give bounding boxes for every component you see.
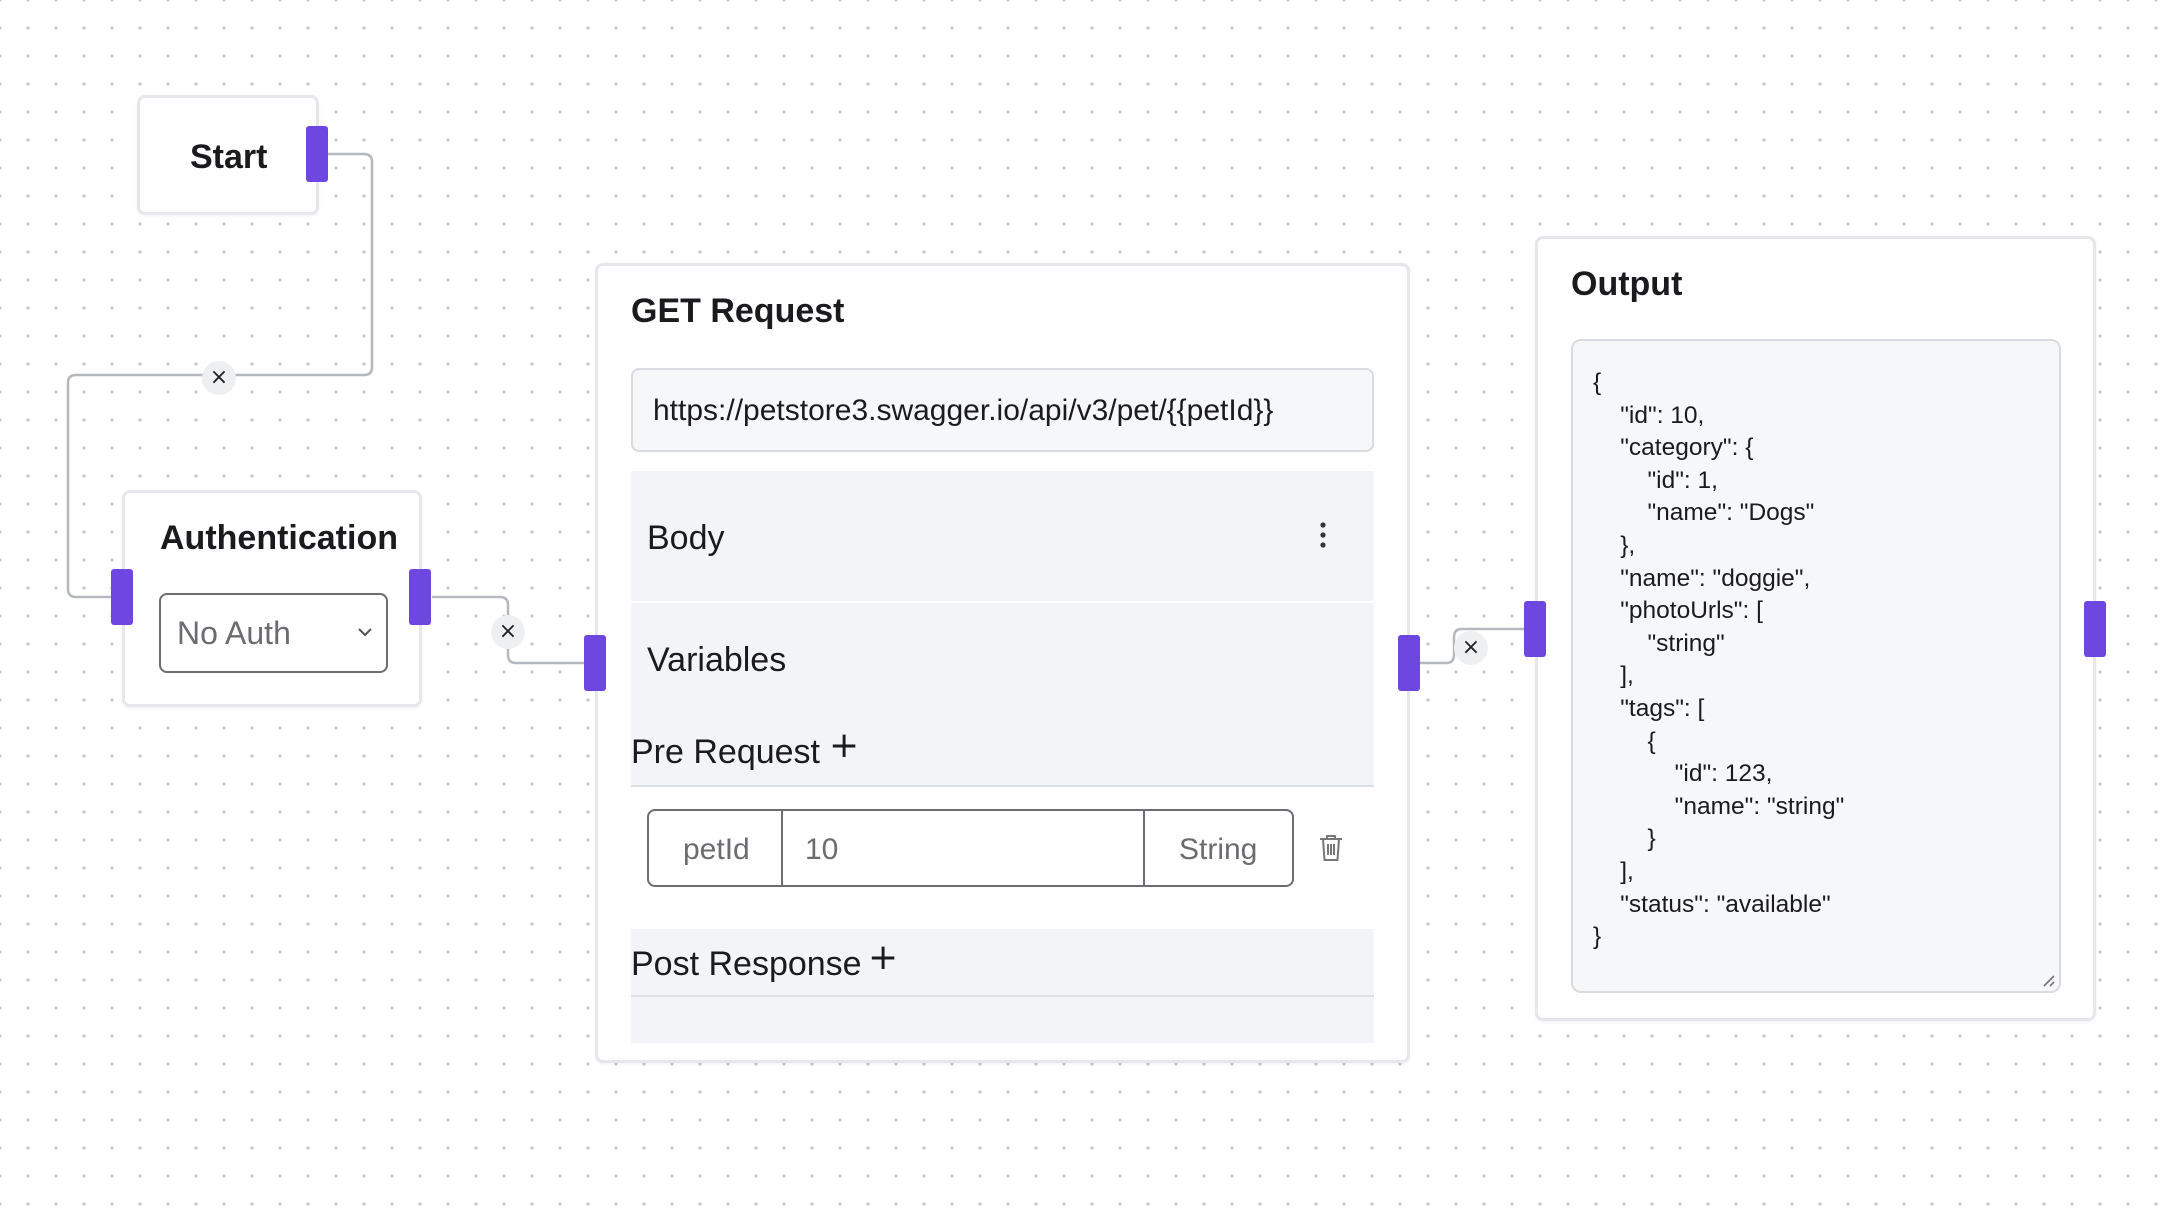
- edge-delete-button[interactable]: ×: [202, 361, 236, 395]
- output-json: { "id": 10, "category": { "id": 1, "name…: [1593, 369, 1845, 951]
- request-url-value: https://petstore3.swagger.io/api/v3/pet/…: [653, 394, 1274, 427]
- variables-section: Variables Pre Request + petId 10 String …: [631, 603, 1374, 1043]
- post-response-divider: [631, 995, 1374, 997]
- authentication-node-title: Authentication: [160, 519, 398, 557]
- get-request-node-title: GET Request: [631, 292, 845, 330]
- output-input-handle[interactable]: [1524, 601, 1546, 657]
- variable-type: String: [1179, 833, 1258, 866]
- variables-section-label: Variables: [647, 641, 787, 679]
- trash-icon[interactable]: [1317, 833, 1345, 863]
- variable-type-field[interactable]: String: [1145, 811, 1292, 885]
- add-post-response-button[interactable]: +: [868, 937, 899, 978]
- auth-type-select[interactable]: No Auth: [159, 593, 388, 673]
- request-input-handle[interactable]: [584, 635, 606, 691]
- resize-grip-icon[interactable]: [2039, 971, 2055, 987]
- edge-delete-button[interactable]: ×: [491, 615, 525, 649]
- variable-row: petId 10 String: [647, 809, 1294, 887]
- post-response-label: Post Response: [631, 945, 862, 983]
- kebab-menu-icon[interactable]: [1319, 521, 1327, 549]
- start-node-title: Start: [190, 138, 268, 176]
- get-request-node[interactable]: GET Request https://petstore3.swagger.io…: [595, 263, 1410, 1063]
- start-node[interactable]: Start: [137, 95, 319, 215]
- pre-request-divider: [631, 785, 1374, 787]
- edge-delete-button[interactable]: ×: [1454, 631, 1488, 665]
- pre-request-variables-area: petId 10 String: [631, 787, 1374, 929]
- request-output-handle[interactable]: [1398, 635, 1420, 691]
- pre-request-label: Pre Request: [631, 733, 820, 771]
- variable-name: petId: [683, 833, 750, 866]
- output-node-title: Output: [1571, 265, 1683, 303]
- variable-value: 10: [805, 833, 839, 866]
- output-response-textarea[interactable]: { "id": 10, "category": { "id": 1, "name…: [1571, 339, 2061, 993]
- request-url-input[interactable]: https://petstore3.swagger.io/api/v3/pet/…: [631, 368, 1374, 452]
- output-output-handle[interactable]: [2084, 601, 2106, 657]
- auth-input-handle[interactable]: [111, 569, 133, 625]
- authentication-node[interactable]: Authentication No Auth: [122, 490, 422, 707]
- auth-type-value: No Auth: [177, 615, 291, 651]
- variable-value-field[interactable]: 10: [783, 811, 1145, 885]
- body-section-label: Body: [647, 519, 725, 557]
- start-output-handle[interactable]: [306, 126, 328, 182]
- body-section[interactable]: Body: [631, 471, 1374, 601]
- auth-output-handle[interactable]: [409, 569, 431, 625]
- chevron-down-icon: [358, 628, 372, 637]
- variable-name-field[interactable]: petId: [649, 811, 783, 885]
- add-pre-request-button[interactable]: +: [829, 725, 860, 766]
- output-node[interactable]: Output { "id": 10, "category": { "id": 1…: [1535, 236, 2096, 1021]
